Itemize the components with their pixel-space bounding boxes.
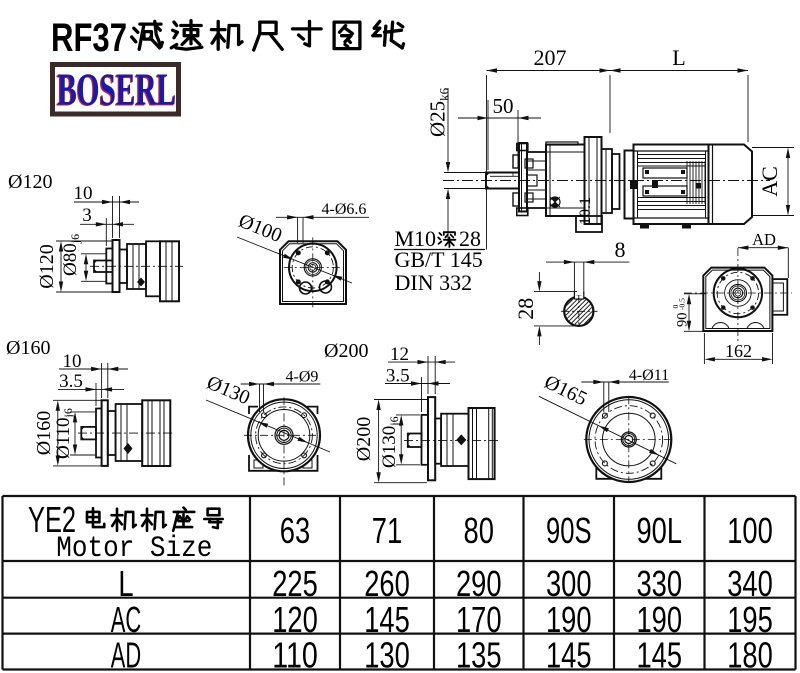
svg-text:DIN 332: DIN 332 <box>395 270 473 295</box>
svg-text:BOSERL: BOSERL <box>56 66 175 116</box>
svg-text:340: 340 <box>727 563 773 604</box>
svg-text:10: 10 <box>74 183 93 204</box>
svg-text:Ø120: Ø120 <box>8 171 52 193</box>
svg-text:71: 71 <box>372 510 402 551</box>
svg-text:180: 180 <box>727 635 773 673</box>
svg-text:M10: M10 <box>395 226 437 251</box>
svg-text:Ø25k6: Ø25k6 <box>426 87 452 137</box>
svg-text:3.5: 3.5 <box>59 371 83 392</box>
svg-text:135: 135 <box>456 635 502 673</box>
svg-text:Ø200: Ø200 <box>324 340 368 362</box>
svg-text:170: 170 <box>456 599 502 640</box>
svg-text:L: L <box>672 45 685 70</box>
svg-text:8: 8 <box>615 237 626 262</box>
svg-text:GB/T 145: GB/T 145 <box>395 247 483 272</box>
svg-text:330: 330 <box>636 563 682 604</box>
svg-text:300: 300 <box>546 563 592 604</box>
svg-text:207: 207 <box>534 45 567 70</box>
svg-text:Motor Size: Motor Size <box>56 532 212 566</box>
svg-text:145: 145 <box>364 599 410 640</box>
svg-text:63: 63 <box>280 510 310 551</box>
svg-text:L: L <box>118 563 133 604</box>
svg-text:90L: 90L <box>636 510 682 551</box>
svg-text:100: 100 <box>727 510 773 551</box>
svg-text:28: 28 <box>513 298 538 320</box>
svg-text:120: 120 <box>272 599 318 640</box>
svg-text:12: 12 <box>390 344 409 365</box>
svg-text:AD: AD <box>111 635 141 673</box>
svg-text:225: 225 <box>272 563 318 604</box>
svg-text:4-Ø6.6: 4-Ø6.6 <box>322 201 367 218</box>
svg-text:Ø130j6: Ø130j6 <box>379 416 401 468</box>
svg-text:YE2: YE2 <box>28 499 76 540</box>
svg-text:Ø165: Ø165 <box>541 371 591 410</box>
svg-text:190: 190 <box>546 599 592 640</box>
svg-text:Ø160: Ø160 <box>33 411 55 455</box>
svg-text:90: 90 <box>675 313 691 328</box>
svg-text:BOSERL: BOSERL <box>57 64 176 114</box>
svg-text:0: 0 <box>671 305 680 309</box>
svg-text:AC: AC <box>757 166 782 197</box>
svg-text:Ø120: Ø120 <box>36 244 58 288</box>
svg-text:AD: AD <box>752 230 776 249</box>
svg-text:AC: AC <box>111 599 141 640</box>
svg-text:90S: 90S <box>546 510 592 551</box>
svg-text:-0.5: -0.5 <box>678 298 687 310</box>
svg-text:110: 110 <box>272 635 318 673</box>
svg-text:145: 145 <box>546 635 592 673</box>
svg-text:Ø100: Ø100 <box>236 210 285 247</box>
svg-text:260: 260 <box>364 563 410 604</box>
svg-text:50: 50 <box>493 94 514 118</box>
svg-text:28: 28 <box>459 226 481 251</box>
svg-text:162: 162 <box>725 341 752 361</box>
svg-text:10.1: 10.1 <box>577 197 594 225</box>
svg-text:4-Ø9: 4-Ø9 <box>286 369 319 386</box>
svg-text:RF37: RF37 <box>51 16 127 60</box>
svg-text:10: 10 <box>63 351 82 372</box>
svg-text:Ø130: Ø130 <box>204 372 254 410</box>
svg-text:145: 145 <box>636 635 682 673</box>
svg-text:190: 190 <box>636 599 682 640</box>
svg-text:3: 3 <box>82 205 92 226</box>
svg-text:290: 290 <box>456 563 502 604</box>
svg-text:195: 195 <box>727 599 773 640</box>
svg-text:Ø110j6: Ø110j6 <box>53 408 75 459</box>
svg-text:Ø80j6: Ø80j6 <box>60 234 82 276</box>
svg-text:130: 130 <box>364 635 410 673</box>
svg-text:80: 80 <box>464 510 494 551</box>
svg-text:4-Ø11: 4-Ø11 <box>629 367 669 384</box>
svg-text:3.5: 3.5 <box>386 366 410 387</box>
svg-text:Ø160: Ø160 <box>6 337 50 359</box>
svg-text:Ø200: Ø200 <box>353 417 375 461</box>
